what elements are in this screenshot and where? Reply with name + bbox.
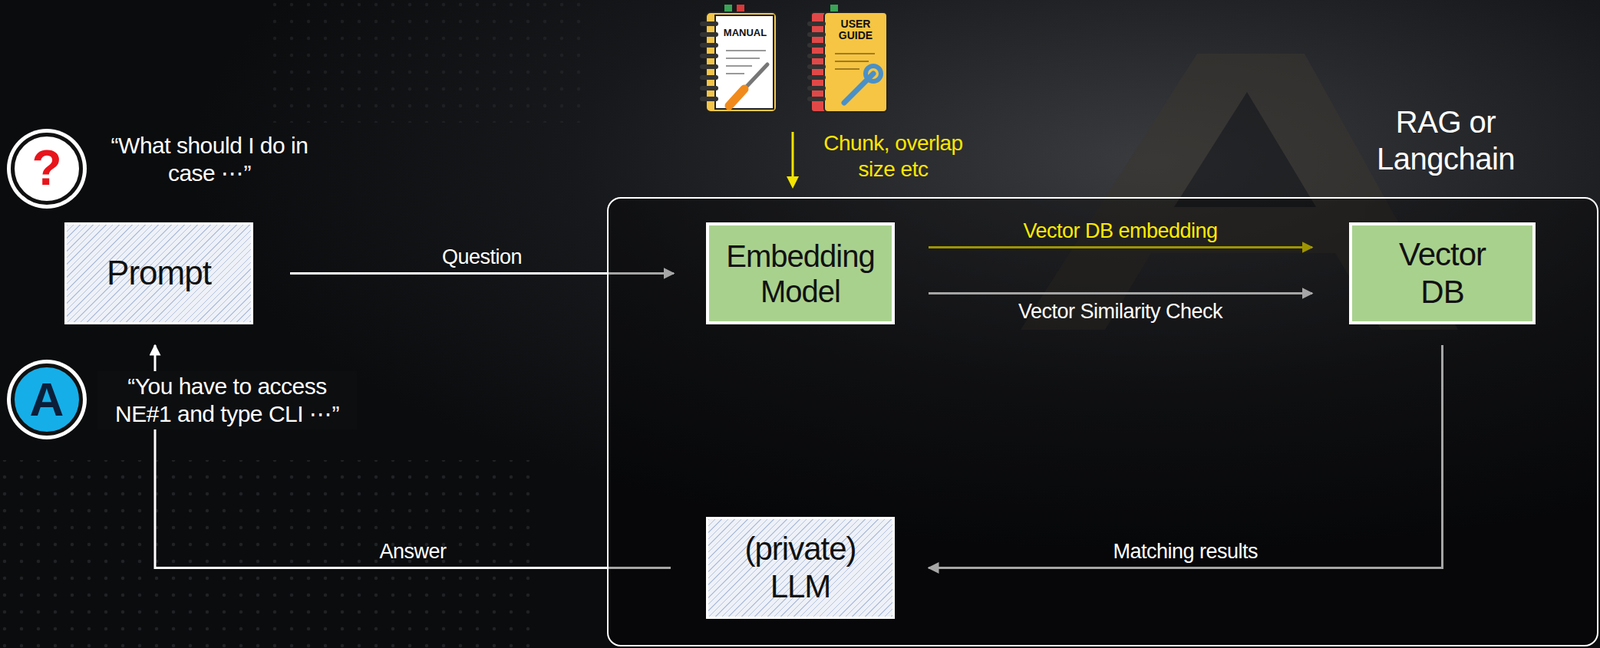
process-box: Prompt (64, 222, 254, 325)
circuit-dots (260, 0, 584, 123)
icon-caption: MANUAL (716, 27, 774, 39)
database-box: Vector DB (1349, 222, 1536, 325)
icon-caption: USER GUIDE (830, 18, 881, 41)
question-icon: ? (10, 132, 83, 205)
edge-label: Question (442, 245, 522, 270)
quote-text: “You have to access NE#1 and type CLI ⋯” (97, 371, 357, 430)
node-text: (private) LLM (718, 531, 883, 606)
quote-text: “What should I do in case ⋯” (94, 131, 325, 188)
annotation-text: Chunk, overlap size etc (809, 130, 977, 182)
circuit-dots (0, 460, 538, 648)
process-box: Embedding Model (705, 222, 895, 325)
user-guide-book-icon (807, 4, 888, 113)
model-box: (private) LLM (705, 517, 895, 620)
group-heading: RAG or Langchain (1345, 103, 1546, 178)
chunk-input-arrow (786, 131, 799, 189)
edge-label: Answer (379, 540, 446, 565)
node-text: Vector DB (1373, 236, 1512, 311)
node-text: Embedding Model (718, 238, 883, 310)
icon-glyph: ? (31, 140, 62, 198)
icon-glyph: A (29, 372, 65, 427)
group-container: RAG or LangchainEmbedding ModelVector DB… (607, 197, 1599, 647)
answer-icon: A (10, 363, 83, 436)
edge-label: Vector Similarity Check (1018, 300, 1223, 324)
edge-label: Matching results (1112, 540, 1258, 565)
manual-book-icon (699, 4, 777, 113)
edge-label: Vector DB embedding (1022, 219, 1218, 244)
node-text: Prompt (106, 254, 212, 294)
